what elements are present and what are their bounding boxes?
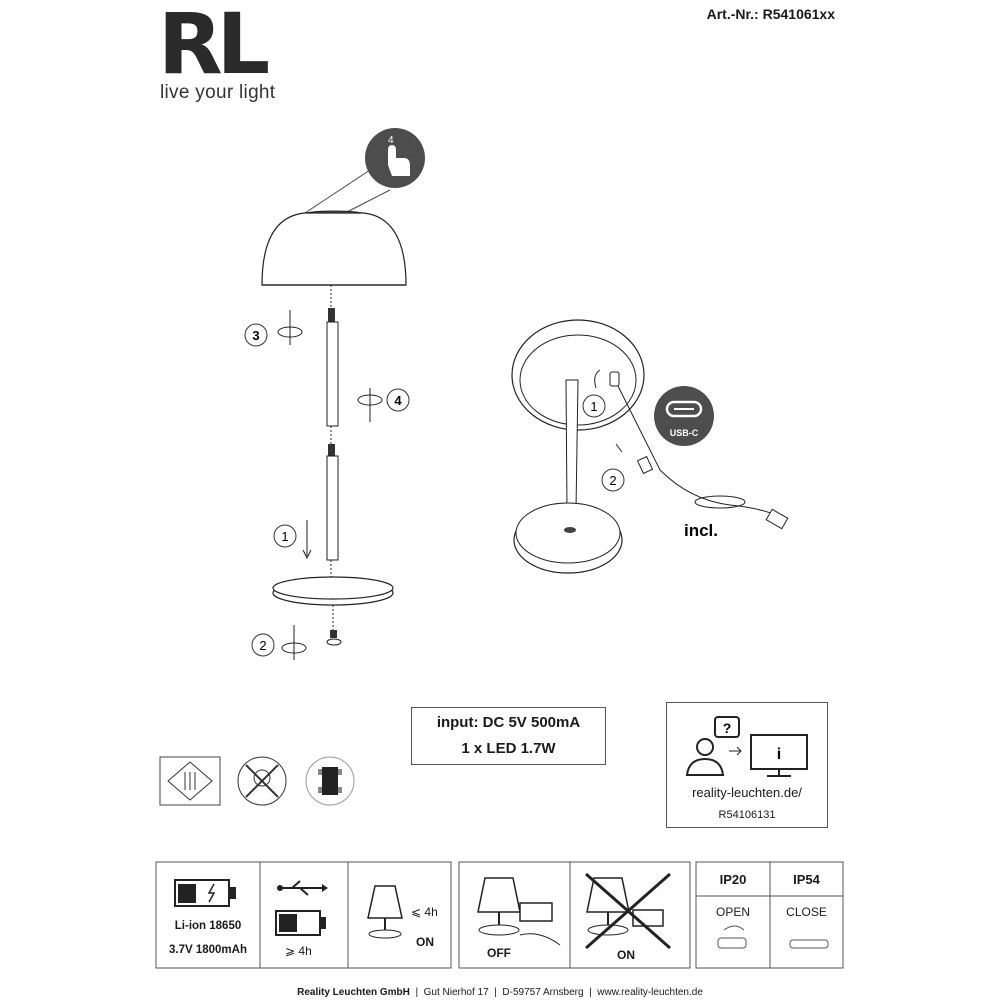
step-3-label: 3 [252,328,259,343]
brand-logo: RL [158,0,270,93]
footer-address: Gut Nierhof 17 [423,987,489,998]
usb-symbol-icon [277,880,328,896]
footer-website[interactable]: www.reality-leuchten.de [597,987,703,998]
step-markers-left: 3 4 1 2 [244,323,410,657]
included-label: incl. [684,521,718,540]
ip-right-state: CLOSE [786,905,827,919]
article-number: Art.-Nr.: R541061xx [706,6,835,22]
charging-forbidden-state: ON [617,948,635,962]
charging-ok-state: OFF [487,946,511,960]
svg-text:i: i [777,746,781,763]
battery-charging-icon [275,910,326,936]
led-spec: 1 x LED 1.7W [461,740,556,757]
cap-close-icon [789,939,829,949]
ip-left-rating: IP20 [719,872,747,887]
class-iii-icon [159,756,221,806]
step-4-label: 4 [394,393,402,408]
footer-city: D-59757 Arnsberg [502,987,584,998]
battery-rating: 3.7V 1800mAh [169,944,247,956]
footer: Reality Leuchten GmbH | Gut Nierhof 17 |… [297,987,703,998]
footer-company: Reality Leuchten GmbH [297,987,410,998]
support-code: R54106131 [718,809,776,821]
website-box: ? i reality-leuchten.de/ R54106131 [666,702,828,828]
support-person-icon: ? i [685,716,808,777]
touch-count: 4 [388,135,394,146]
support-url[interactable]: reality-leuchten.de/ [692,785,802,800]
step-2-label: 2 [259,638,266,653]
cap-open-icon [717,925,747,949]
touch-callout: 4 [304,128,425,214]
bottom-panels-frames [155,861,844,969]
lamp-runtime-icon [367,885,403,939]
step-markers-right: 1 2 [582,394,625,492]
battery-icon [174,879,236,907]
step-right-2-label: 2 [609,473,616,488]
runtime: ⩽ 4h [411,905,438,919]
step-right-1-label: 1 [590,399,597,414]
svg-text:?: ? [723,720,732,736]
usb-c-badge: USB-C [654,386,714,446]
ip-left-state: OPEN [715,905,750,919]
input-spec: input: DC 5V 500mA [436,714,581,731]
charging-on-forbidden-icon [585,872,671,950]
led-not-replaceable-icon [237,756,287,806]
lamp-charging-view [511,319,789,574]
charge-time: ⩾ 4h [285,944,312,958]
color-variant-icon [305,756,355,806]
lamp-exploded-view [261,210,407,660]
charging-off-icon [477,877,561,946]
step-1-label: 1 [281,529,288,544]
usb-c-label: USB-C [670,428,699,438]
battery-type: Li-ion 18650 [174,920,242,932]
ip-right-rating: IP54 [793,872,820,887]
spec-box: input: DC 5V 500mA 1 x LED 1.7W [411,707,606,765]
brand-tagline: live your light [160,82,276,103]
runtime-state: ON [416,935,434,949]
